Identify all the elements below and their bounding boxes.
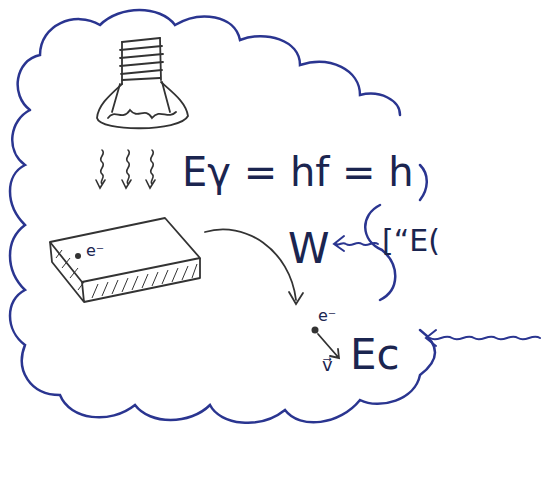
- kinetic-energy: Ec: [350, 334, 400, 376]
- velocity-symbol: v⃗: [322, 356, 333, 374]
- light-rays: [96, 150, 155, 188]
- metal-plate: [50, 218, 200, 302]
- cloud-outline: [10, 10, 435, 423]
- photon-energy: Eγ = hf = h: [182, 152, 414, 192]
- free-electron: [312, 327, 340, 359]
- electron-label: e⁻: [318, 308, 336, 324]
- electron-label: e⁻: [86, 243, 104, 259]
- work-function: W: [288, 228, 330, 270]
- light-bulb: [97, 38, 188, 128]
- cut-off-note: [“E(: [382, 226, 440, 256]
